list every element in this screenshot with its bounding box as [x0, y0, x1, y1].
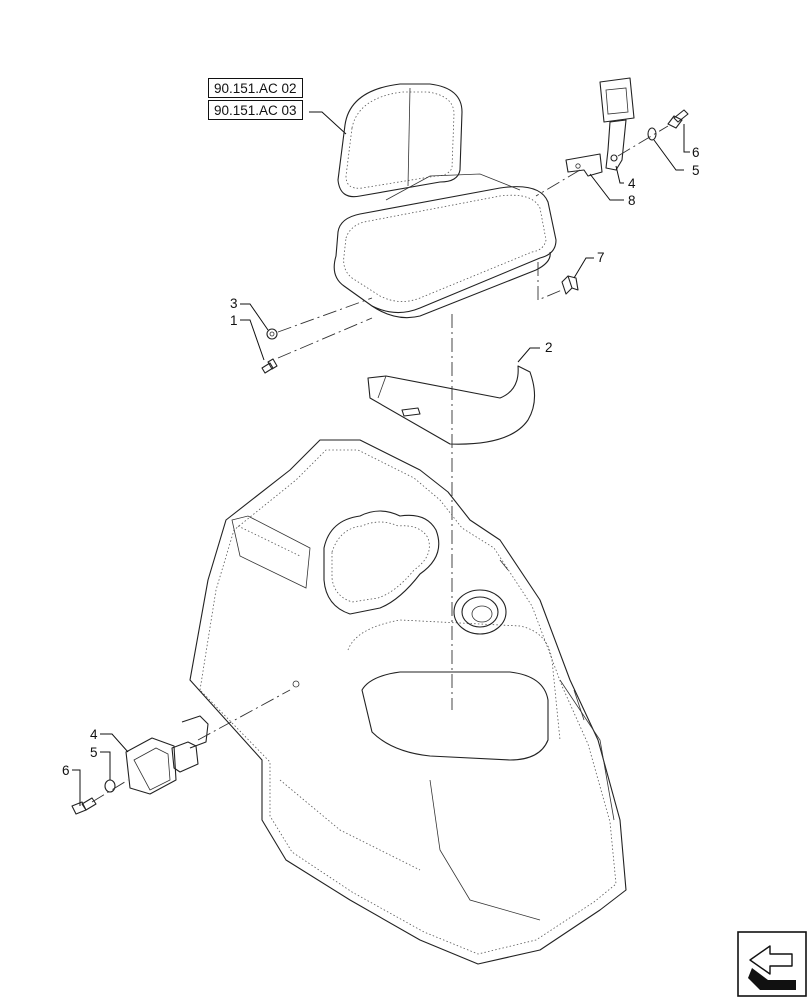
- callout-5-top[interactable]: 5: [692, 163, 700, 178]
- leader-4-top: [615, 165, 624, 184]
- centerline-bracket: [535, 169, 581, 197]
- seat-cushion[interactable]: [333, 173, 557, 319]
- callout-1[interactable]: 1: [230, 313, 238, 328]
- centerline-nut: [277, 297, 373, 333]
- reference-label-ac03[interactable]: 90.151.AC 03: [208, 100, 303, 120]
- leader-4-bottom: [100, 733, 129, 753]
- leader-8: [589, 173, 624, 201]
- bolt-1[interactable]: [261, 358, 278, 374]
- reference-leader: [309, 111, 347, 135]
- console-vent: [453, 589, 507, 635]
- bracket-8[interactable]: [565, 153, 603, 177]
- callout-5-bottom[interactable]: 5: [90, 745, 98, 760]
- callout-4-top[interactable]: 4: [628, 176, 636, 191]
- callout-3[interactable]: 3: [230, 296, 238, 311]
- leader-3: [240, 303, 269, 331]
- seat-belt-buckle-bottom[interactable]: [125, 715, 209, 795]
- leader-1: [240, 319, 265, 361]
- console-housing[interactable]: [189, 439, 627, 965]
- centerline-buckle-bottom: [197, 689, 291, 741]
- trim-panel-2[interactable]: [367, 365, 536, 445]
- washer-5-top[interactable]: [647, 127, 657, 141]
- centerline-clip: [537, 262, 563, 301]
- centerline-buckle-bolt: [617, 125, 669, 157]
- centerline-bolt: [277, 317, 373, 359]
- callout-4-bottom[interactable]: 4: [90, 727, 98, 742]
- arrow-icon[interactable]: [737, 931, 807, 997]
- centerline-bolt-bottom: [91, 779, 129, 803]
- washer-5-bottom[interactable]: [104, 779, 116, 793]
- leader-6-bottom: [72, 769, 81, 806]
- callout-7[interactable]: 7: [597, 250, 605, 265]
- leader-5-bottom: [100, 751, 111, 780]
- reference-label-ac02[interactable]: 90.151.AC 02: [208, 78, 303, 98]
- callout-6-bottom[interactable]: 6: [62, 763, 70, 778]
- leader-5-top: [653, 139, 684, 171]
- callout-2[interactable]: 2: [545, 340, 553, 355]
- clip-7[interactable]: [561, 275, 579, 295]
- leader-6-top: [683, 124, 690, 153]
- bolt-6-bottom[interactable]: [71, 797, 97, 815]
- callout-8[interactable]: 8: [628, 193, 636, 208]
- seat-belt-buckle-top[interactable]: [599, 77, 635, 171]
- seat-backrest[interactable]: [337, 83, 463, 198]
- nut-3[interactable]: [266, 328, 278, 340]
- bolt-6-top[interactable]: [667, 109, 689, 129]
- leader-7: [573, 257, 594, 279]
- leader-2: [517, 347, 540, 363]
- callout-6-top[interactable]: 6: [692, 145, 700, 160]
